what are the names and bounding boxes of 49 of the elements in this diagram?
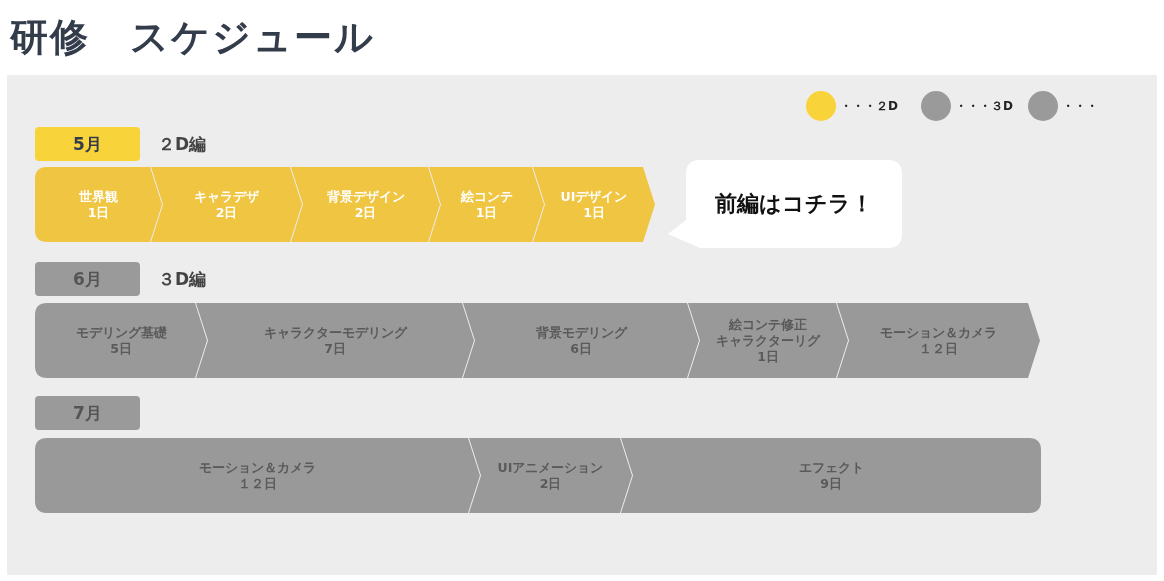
legend-text: ・・・３D	[955, 97, 1013, 115]
section-label: ３D編	[158, 268, 207, 291]
task-name: UIアニメーション	[497, 459, 604, 476]
duration-text: 5日	[110, 340, 132, 357]
legend-text: ・・・２D	[840, 97, 898, 115]
task-segment	[196, 303, 474, 378]
task-segment	[463, 303, 699, 378]
month-tab	[35, 127, 140, 161]
task-segment	[469, 438, 632, 513]
task-segment	[837, 303, 1040, 378]
duration-text: 2日	[539, 475, 562, 492]
month-tab	[35, 262, 140, 296]
task-segment	[429, 167, 544, 242]
duration-text: 7日	[324, 340, 346, 357]
task-segment	[35, 167, 162, 242]
duration-text: 1日	[757, 348, 779, 365]
task-name: 背景モデリング	[535, 324, 627, 341]
month-tab	[35, 396, 140, 430]
task-segment	[688, 303, 848, 378]
task-name: 絵コンテ	[460, 188, 513, 205]
month-label: 7月	[73, 405, 102, 421]
duration-text: 2日	[354, 204, 377, 221]
task-name: エフェクト	[798, 459, 864, 476]
task-name: 世界観	[79, 188, 118, 205]
duration-text: 2日	[215, 204, 238, 221]
duration-text: 1日	[583, 204, 605, 221]
month-label: 5月	[73, 136, 102, 152]
task-name: 背景デザイン	[326, 188, 405, 205]
task-name: UIデザイン	[560, 188, 628, 205]
task-segment	[151, 167, 302, 242]
duration-text: 6日	[570, 340, 592, 357]
task-name: キャラデザ	[194, 188, 259, 205]
task-name: 絵コンテ修正	[729, 316, 807, 333]
task-name: モデリング基礎	[75, 324, 167, 341]
legend-text: ・・・	[1062, 97, 1098, 115]
task-segment	[291, 167, 440, 242]
duration-text: 1日	[87, 204, 110, 221]
page-title: 研修 スケジュール	[10, 14, 375, 61]
duration-text: １２日	[238, 475, 277, 492]
task-name: キャラクターモデリング	[263, 324, 407, 341]
task-name: モーション＆カメラ	[880, 324, 997, 341]
duration-text: 9日	[820, 475, 842, 492]
section-label: ２D編	[158, 133, 207, 156]
task-name: モーション＆カメラ	[199, 459, 316, 476]
task-name: キャラクターリグ	[716, 332, 820, 349]
month-label: 6月	[73, 271, 102, 287]
duration-text: 1日	[475, 204, 498, 221]
duration-text: １２日	[919, 340, 958, 357]
task-segment	[35, 303, 207, 378]
